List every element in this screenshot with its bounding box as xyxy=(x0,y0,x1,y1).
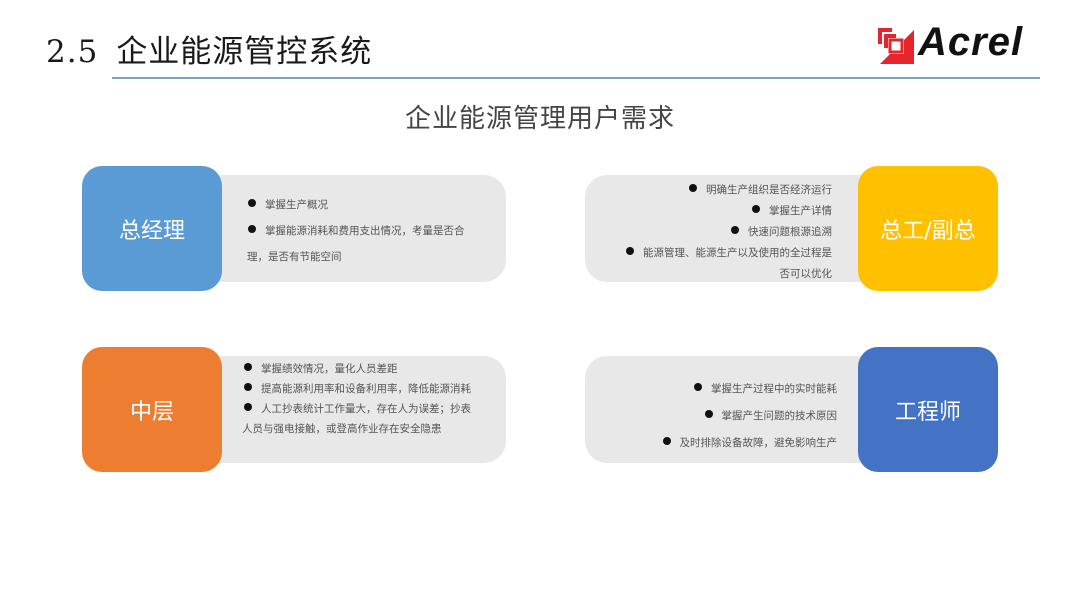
list-item-continued: 否可以优化 xyxy=(779,268,833,280)
bullet-icon xyxy=(689,184,697,192)
list-item: 及时排除设备故障，避免影响生产 xyxy=(662,430,837,457)
logo-text: Acrel xyxy=(918,20,1024,64)
role-label: 工程师 xyxy=(894,399,961,425)
gm-needs-list: 掌握生产概况 掌握能源消耗和费用支出情况，考量是否合 理，是否有节能空间 xyxy=(247,192,465,270)
header-divider xyxy=(112,77,1040,79)
bullet-icon xyxy=(731,226,739,234)
role-engineer: 工程师 xyxy=(858,347,998,472)
bullet-icon xyxy=(752,205,760,213)
middle-mgmt-needs-list: 掌握绩效情况，量化人员差距 提高能源利用率和设备利用率，降低能源消耗 人工抄表统… xyxy=(242,359,471,439)
list-item: 掌握产生问题的技术原因 xyxy=(663,403,837,430)
engineer-needs-list: 掌握生产过程中的实时能耗 掌握产生问题的技术原因 及时排除设备故障，避免影响生产 xyxy=(662,376,837,457)
role-middle-management: 中层 xyxy=(82,347,222,472)
bullet-icon xyxy=(244,363,252,371)
section-title: 企业能源管控系统 xyxy=(116,34,373,70)
bullet-icon xyxy=(626,247,634,255)
list-item: 明确生产组织是否经济运行 xyxy=(626,180,832,201)
role-chief-engineer: 总工/副总 xyxy=(858,166,998,291)
role-label: 总经理 xyxy=(118,218,185,244)
role-label: 中层 xyxy=(129,399,174,425)
bullet-icon xyxy=(248,199,256,207)
list-item: 快速问题根源追溯 xyxy=(626,222,832,243)
bullet-icon xyxy=(244,383,252,391)
list-item: 掌握绩效情况，量化人员差距 xyxy=(244,359,471,379)
list-item: 掌握生产过程中的实时能耗 xyxy=(663,376,837,403)
subtitle: 企业能源管理用户需求 xyxy=(404,104,675,134)
list-item: 掌握能源消耗和费用支出情况，考量是否合 xyxy=(248,218,465,244)
bullet-icon xyxy=(694,383,702,391)
role-general-manager: 总经理 xyxy=(82,166,222,291)
list-item: 提高能源利用率和设备利用率，降低能源消耗 xyxy=(244,379,471,399)
list-item: 掌握生产概况 xyxy=(248,192,465,218)
engineer-needs-panel xyxy=(585,356,885,463)
bullet-icon xyxy=(244,403,252,411)
list-item: 掌握生产详情 xyxy=(626,201,832,222)
acrel-logo: Acrel xyxy=(878,20,1048,66)
list-item: 能源管理、能源生产以及使用的全过程是 xyxy=(626,243,832,264)
bullet-icon xyxy=(662,437,671,445)
logo-mark-icon xyxy=(878,28,914,64)
slide-title: 2.5 企业能源管控系统 xyxy=(46,26,372,71)
section-number: 2.5 xyxy=(46,34,99,70)
list-item-continued: 人员与强电接触，或登高作业存在安全隐患 xyxy=(242,423,442,435)
chief-engineer-needs-list: 明确生产组织是否经济运行 掌握生产详情 快速问题根源追溯 能源管理、能源生产以及… xyxy=(626,180,832,285)
list-item-continued: 理，是否有节能空间 xyxy=(247,251,342,263)
role-label: 总工/副总 xyxy=(880,218,976,244)
bullet-icon xyxy=(704,410,713,418)
list-item: 人工抄表统计工作量大，存在人为误差；抄表 xyxy=(244,399,471,419)
bullet-icon xyxy=(248,225,256,233)
